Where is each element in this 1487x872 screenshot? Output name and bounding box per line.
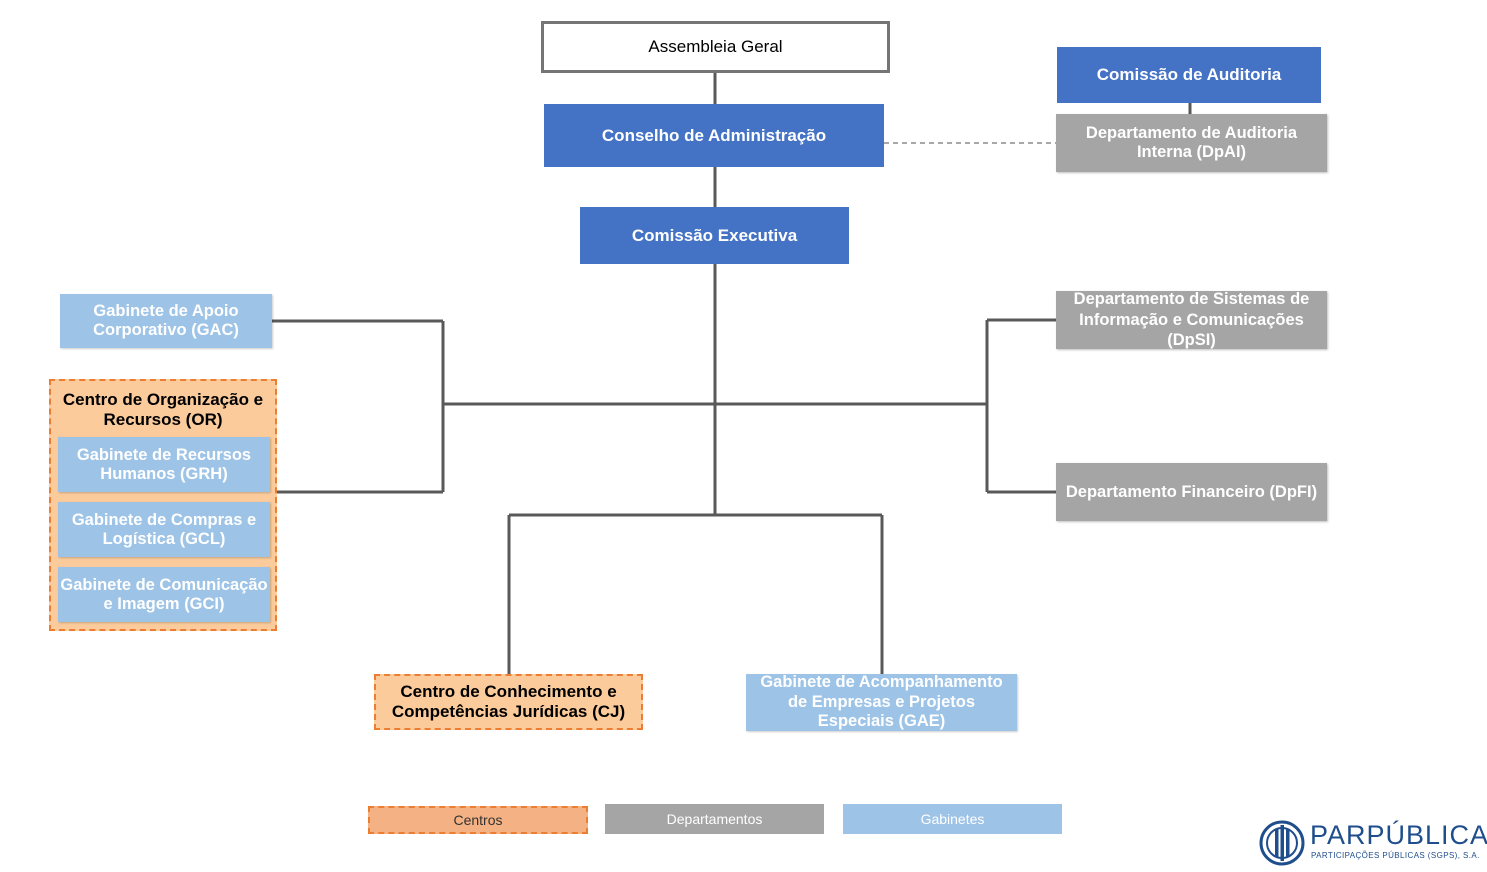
parpublica-logo: PARPÚBLICA PARTICIPAÇÕES PÚBLICAS (SGPS)… — [1258, 818, 1487, 868]
centro-cj-label: Centro de Conhecimento e Competências Ju… — [391, 682, 626, 721]
dpai-label: Departamento de Auditoria Interna (DpAI) — [1085, 124, 1298, 161]
comissao-executiva-box: Comissão Executiva — [580, 207, 849, 264]
comissao-executiva-label: Comissão Executiva — [631, 225, 798, 245]
legend-centros: Centros — [368, 806, 588, 834]
legend-gabinetes: Gabinetes — [843, 804, 1062, 834]
assembleia-geral-label: Assembleia Geral — [648, 37, 783, 57]
dpai-box: Departamento de Auditoria Interna (DpAI) — [1056, 114, 1327, 172]
assembleia-geral-box: Assembleia Geral — [541, 21, 890, 73]
gac-label: Gabinete de Apoio Corporativo (GAC) — [93, 302, 239, 339]
grh-box: Gabinete de Recursos Humanos (GRH) — [58, 437, 270, 492]
grh-label: Gabinete de Recursos Humanos (GRH) — [76, 445, 252, 483]
parpublica-logo-subtitle: PARTICIPAÇÕES PÚBLICAS (SGPS), S.A. — [1311, 851, 1480, 860]
gae-box: Gabinete de Acompanhamento de Empresas e… — [746, 672, 1017, 731]
gcl-box: Gabinete de Compras e Logística (GCL) — [58, 502, 270, 557]
dpfi-box: Departamento Financeiro (DpFI) — [1056, 463, 1327, 521]
centro-cj-box: Centro de Conhecimento e Competências Ju… — [376, 676, 641, 728]
gae-label: Gabinete de Acompanhamento de Empresas e… — [760, 672, 1003, 731]
conselho-administracao-box: Conselho de Administração — [544, 104, 884, 167]
gcl-label: Gabinete de Compras e Logística (GCL) — [71, 510, 257, 548]
gac-box: Gabinete de Apoio Corporativo (GAC) — [60, 294, 272, 348]
centro-or-label: Centro de Organização e Recursos (OR) — [62, 390, 264, 429]
dpsi-box: Departamento de Sistemas de Informação e… — [1056, 290, 1327, 350]
legend-gabinetes-label: Gabinetes — [920, 811, 985, 827]
centro-cj-group — [374, 674, 643, 730]
gci-box: Gabinete de Comunicação e Imagem (GCI) — [58, 567, 270, 622]
parpublica-logo-name: PARPÚBLICA — [1310, 820, 1487, 850]
gci-label: Gabinete de Comunicação e Imagem (GCI) — [60, 575, 268, 613]
legend-centros-label: Centros — [453, 812, 503, 828]
conselho-administracao-label: Conselho de Administração — [601, 125, 827, 145]
comissao-auditoria-label: Comissão de Auditoria — [1096, 65, 1282, 85]
comissao-auditoria-box: Comissão de Auditoria — [1057, 47, 1321, 103]
legend-departamentos-label: Departamentos — [666, 811, 763, 827]
centro-or-title: Centro de Organização e Recursos (OR) — [55, 386, 271, 434]
legend-departamentos: Departamentos — [605, 804, 824, 834]
dpfi-label: Departamento Financeiro (DpFI) — [1065, 482, 1318, 501]
dpsi-label: Departamento de Sistemas de Informação e… — [1073, 290, 1310, 350]
parpublica-emblem-icon — [1259, 820, 1305, 866]
